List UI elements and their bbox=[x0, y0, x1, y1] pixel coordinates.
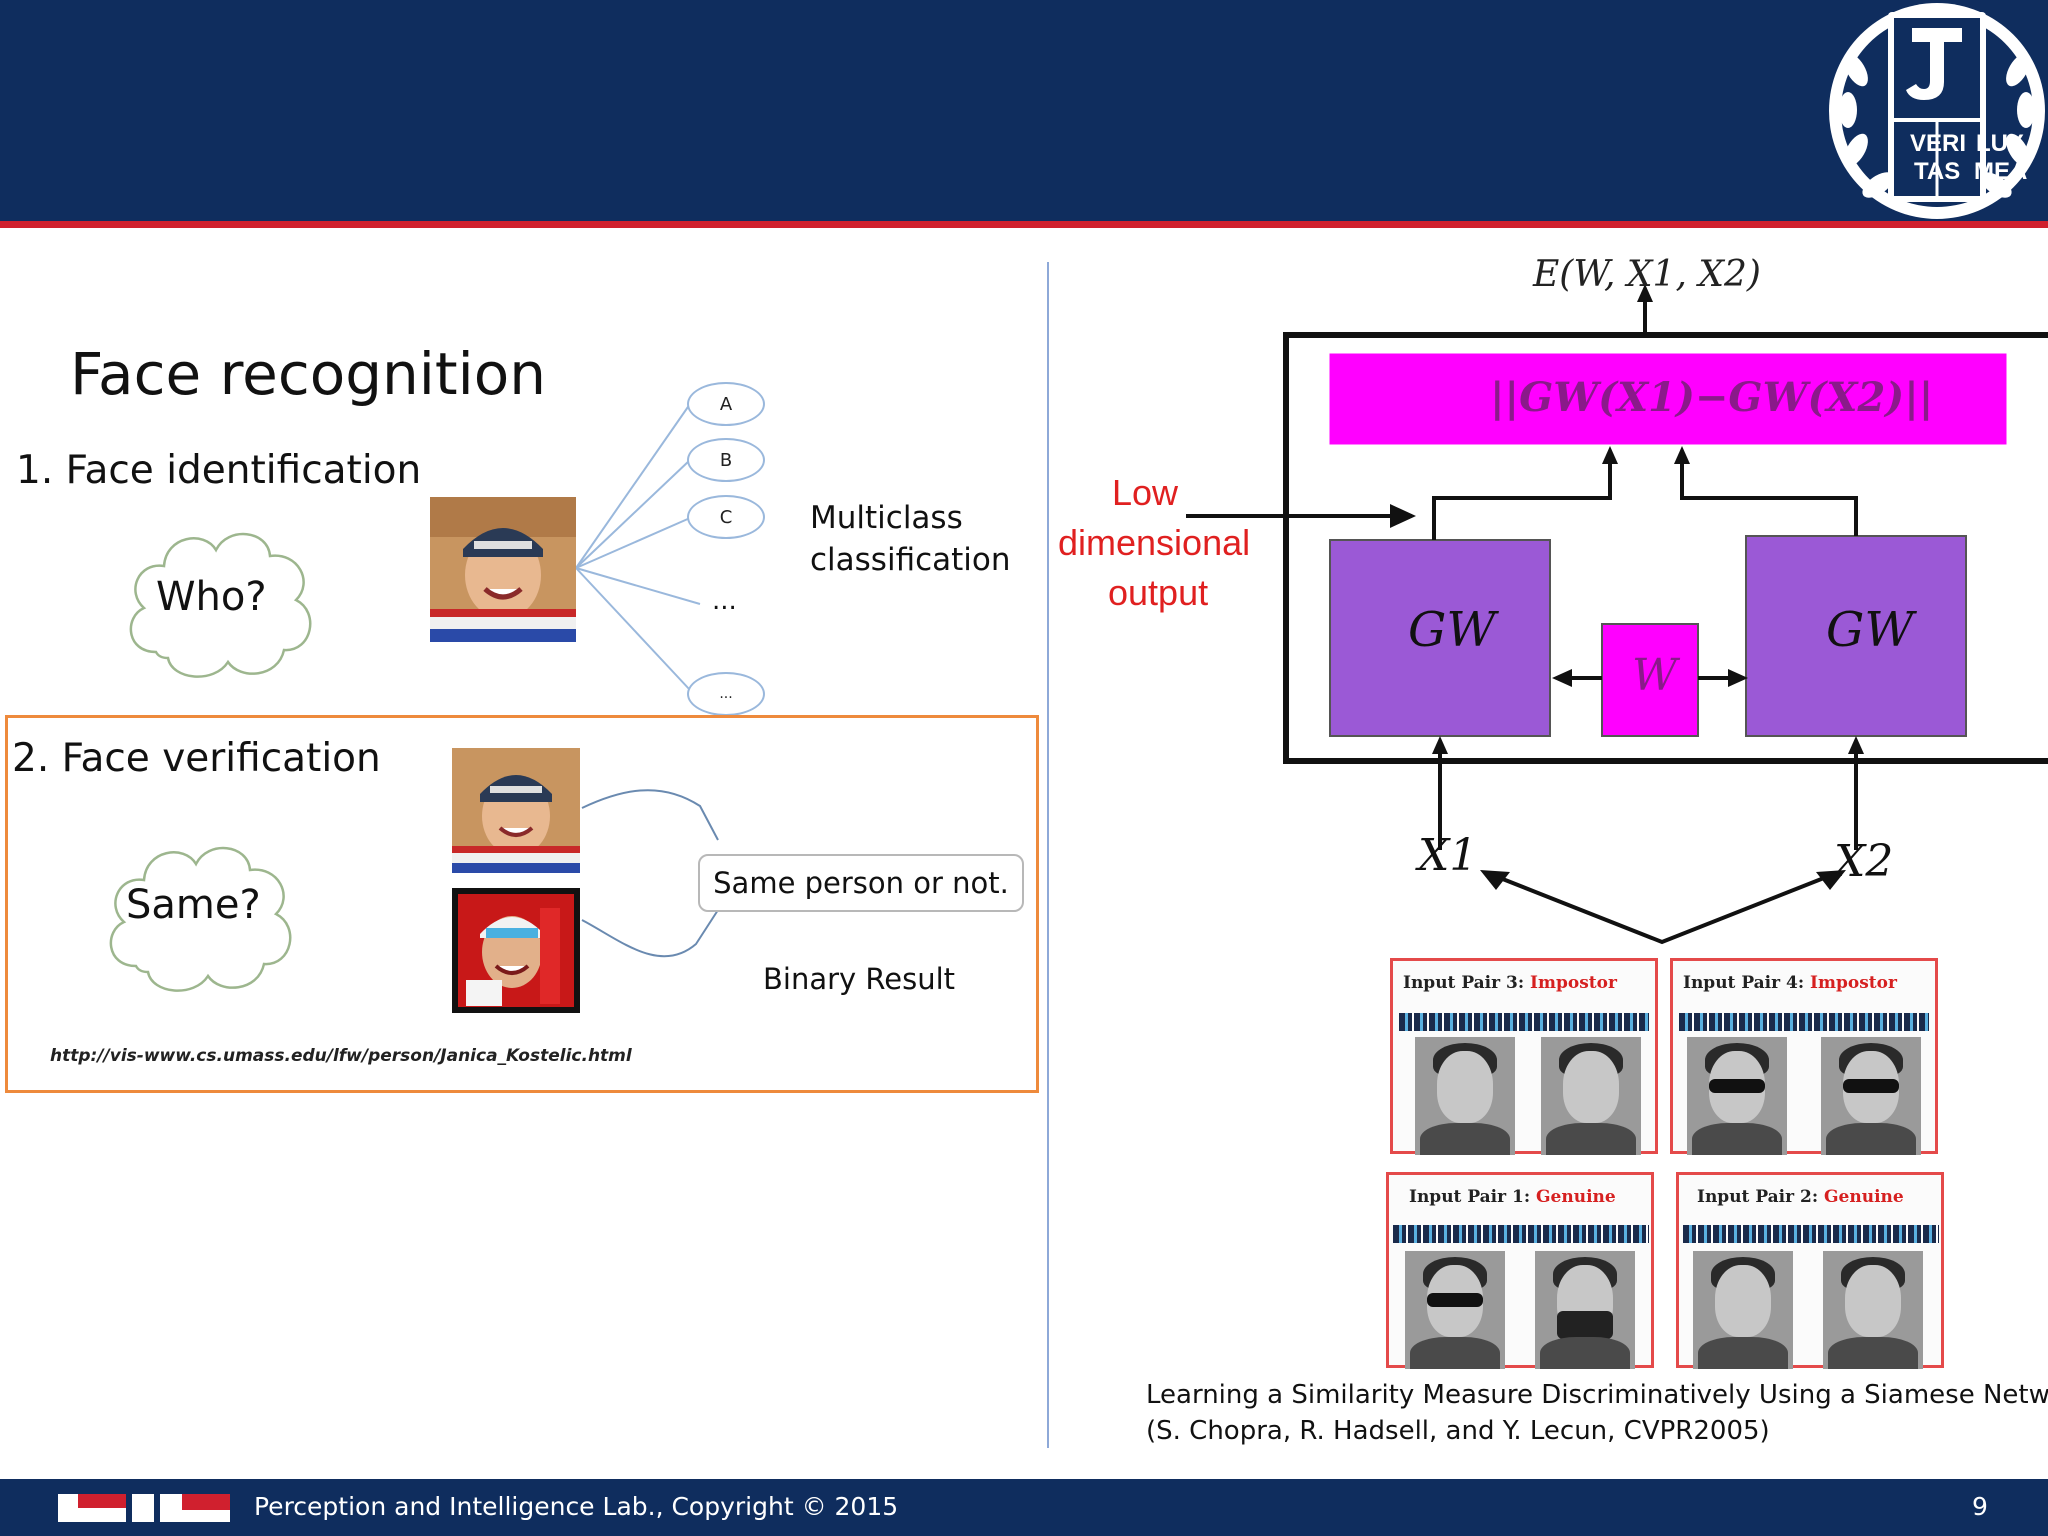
motto-mea: MEA bbox=[1974, 158, 2028, 185]
pair-1-label: Input Pair 1: bbox=[1409, 1187, 1531, 1207]
figure-title: Face recognition bbox=[70, 340, 547, 408]
cloud-same-text: Same? bbox=[126, 882, 261, 928]
same-person-decision-box: Same person or not. bbox=[698, 854, 1024, 912]
energy-function: E(W, X1, X2) bbox=[1533, 254, 1761, 295]
pair-4-face-2 bbox=[1821, 1037, 1921, 1155]
column-divider bbox=[1047, 262, 1049, 1448]
motto-tas: TAS bbox=[1914, 158, 1961, 185]
annotation-line1: Low bbox=[1112, 472, 1179, 513]
subnet-left-label: GW bbox=[1408, 602, 1496, 658]
subnet-left-block bbox=[1329, 539, 1551, 737]
pair-4-status: Impostor bbox=[1810, 973, 1897, 993]
reference-line2: (S. Chopra, R. Hadsell, and Y. Lecun, CV… bbox=[1146, 1416, 1770, 1446]
pair-4-title: Input Pair 4: Impostor bbox=[1683, 973, 1897, 993]
pair-3-code bbox=[1399, 1013, 1649, 1031]
pair-1-code bbox=[1393, 1225, 1649, 1243]
option-b: B bbox=[687, 438, 765, 482]
binary-result-label: Binary Result bbox=[763, 962, 956, 996]
lab-logo-icon bbox=[58, 1492, 230, 1524]
pair-2-status: Genuine bbox=[1824, 1187, 1904, 1207]
pair-4-face-1 bbox=[1687, 1037, 1787, 1155]
pair-4-label: Input Pair 4: bbox=[1683, 973, 1805, 993]
verification-heading: 2. Face verification bbox=[12, 736, 381, 781]
weights-block bbox=[1601, 623, 1699, 737]
pair-2-title: Input Pair 2: Genuine bbox=[1697, 1187, 1904, 1207]
distance-block bbox=[1329, 353, 2007, 445]
input-right-label: X2 bbox=[1834, 836, 1894, 887]
input-pair-1-card: Input Pair 1: Genuine bbox=[1386, 1172, 1654, 1369]
pair-2-face-1 bbox=[1693, 1251, 1793, 1369]
pair-3-label: Input Pair 3: bbox=[1403, 973, 1525, 993]
pair-1-face-1 bbox=[1405, 1251, 1505, 1369]
siamese-network-diagram bbox=[1186, 284, 2048, 945]
pair-2-face-2 bbox=[1823, 1251, 1923, 1369]
pair-1-status: Genuine bbox=[1536, 1187, 1616, 1207]
pair-3-status: Impostor bbox=[1530, 973, 1617, 993]
thought-cloud-who bbox=[129, 533, 312, 678]
reference-line1: Learning a Similarity Measure Discrimina… bbox=[1146, 1380, 2048, 1410]
university-emblem-icon bbox=[1829, 3, 2045, 219]
skier-photo-verify-1 bbox=[452, 748, 580, 873]
footer-copyright: Perception and Intelligence Lab., Copyri… bbox=[254, 1492, 899, 1521]
pair-1-title: Input Pair 1: Genuine bbox=[1409, 1187, 1616, 1207]
motto-lux: LUX bbox=[1976, 130, 2024, 157]
option-ellipsis: ... bbox=[712, 586, 737, 616]
option-c: C bbox=[687, 495, 765, 539]
multiclass-label-line1: Multiclass bbox=[810, 500, 963, 536]
input-pair-4-card: Input Pair 4: Impostor bbox=[1670, 958, 1938, 1155]
footer-bar bbox=[0, 1479, 2048, 1536]
thought-cloud-same bbox=[109, 847, 292, 992]
skier-photo-identification bbox=[430, 497, 576, 642]
option-a: A bbox=[687, 382, 765, 426]
input-left-label: X1 bbox=[1418, 830, 1478, 881]
input-pair-3-card: Input Pair 3: Impostor bbox=[1390, 958, 1658, 1155]
source-url: http://vis-www.cs.umass.edu/lfw/person/J… bbox=[50, 1046, 632, 1066]
pair-3-face-1 bbox=[1415, 1037, 1515, 1155]
option-more: ... bbox=[687, 672, 765, 716]
page-number: 9 bbox=[1972, 1492, 1988, 1521]
annotation-line3: output bbox=[1108, 572, 1209, 613]
identification-heading: 1. Face identification bbox=[16, 448, 422, 493]
pair-4-code bbox=[1679, 1013, 1929, 1031]
cloud-who-text: Who? bbox=[156, 574, 267, 620]
pair-2-label: Input Pair 2: bbox=[1697, 1187, 1819, 1207]
motto-veri: VERI bbox=[1910, 130, 1967, 157]
connector-lines bbox=[575, 403, 719, 958]
subnet-right-block bbox=[1745, 535, 1967, 737]
university-logo: VERI LUX TAS MEA bbox=[1826, 0, 2048, 222]
pair-3-title: Input Pair 3: Impostor bbox=[1403, 973, 1617, 993]
annotation-line2: dimensional bbox=[1058, 522, 1251, 563]
pair-3-face-2 bbox=[1541, 1037, 1641, 1155]
pair-1-face-2 bbox=[1535, 1251, 1635, 1369]
header-red-line bbox=[0, 221, 2048, 228]
shared-weights-label: W bbox=[1632, 650, 1678, 701]
distance-formula: ||GW(X1)−GW(X2)|| bbox=[1490, 374, 1934, 421]
verification-panel bbox=[5, 715, 1039, 1093]
skier-photo-verify-2 bbox=[452, 888, 580, 1013]
header-bar bbox=[0, 0, 2048, 223]
subnet-right-label: GW bbox=[1826, 602, 1914, 658]
input-pair-2-card: Input Pair 2: Genuine bbox=[1676, 1172, 1944, 1369]
pair-2-code bbox=[1683, 1225, 1939, 1243]
multiclass-label-line2: classification bbox=[810, 542, 1011, 578]
